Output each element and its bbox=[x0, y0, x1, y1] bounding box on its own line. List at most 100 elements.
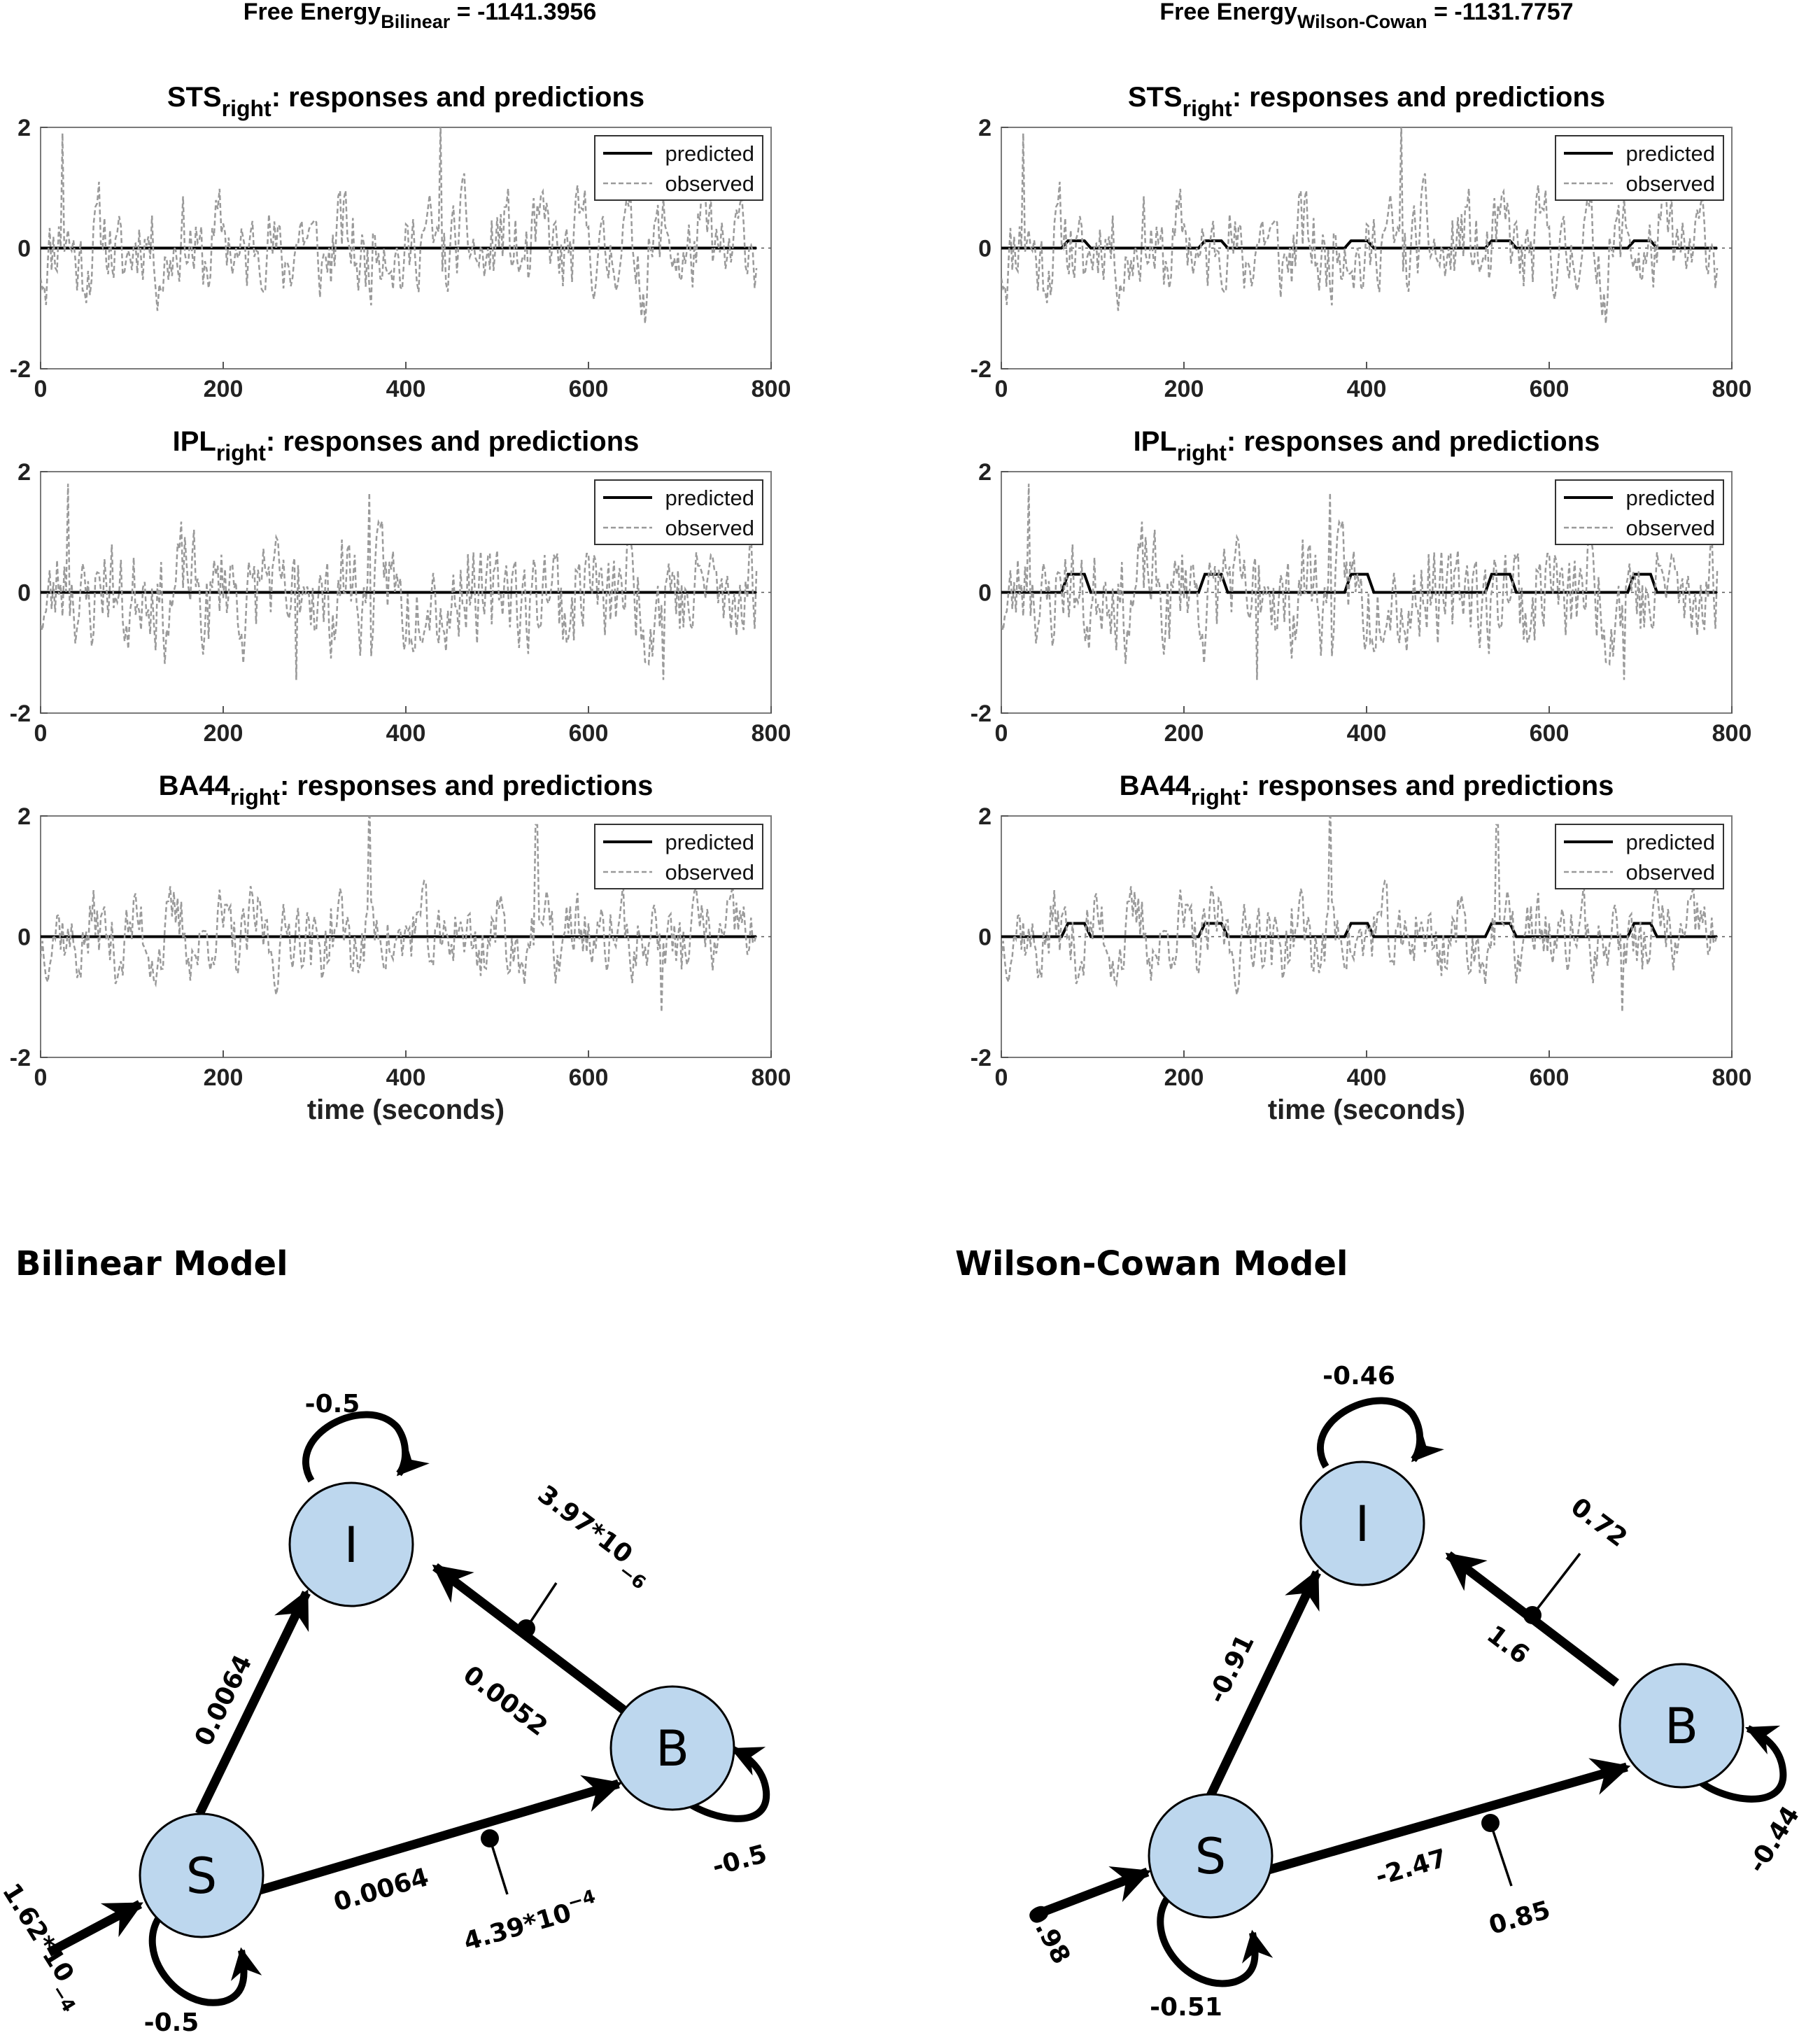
wilson-cowan-sts-legend-label-predicted: predicted bbox=[1625, 141, 1715, 166]
wilson-cowan-ipl-title: IPLright: responses and predictions bbox=[1134, 426, 1600, 465]
bilinear-sts-xtick-label: 600 bbox=[569, 376, 609, 402]
bilinear-ipl-title-main: IPL bbox=[173, 426, 216, 457]
bilinear-ba44-series-observed bbox=[41, 816, 758, 1013]
wilson-cowan-ipl-legend-label-predicted: predicted bbox=[1625, 486, 1715, 510]
wilson-cowan-sts-xtick-label: 600 bbox=[1530, 376, 1569, 402]
bilinear-ipl-title-rest: : responses and predictions bbox=[266, 426, 639, 457]
wc-edge-s-to-i-label: -0.91 bbox=[1202, 1630, 1260, 1707]
wilson-cowan-ba44-legend-box bbox=[1555, 824, 1724, 889]
self-loop-s-label: -0.5 bbox=[144, 2008, 199, 2035]
wc-mod-dot-b-to-i bbox=[1523, 1606, 1542, 1624]
wilson-cowan-sts-legend-box bbox=[1555, 135, 1724, 201]
wilson-cowan-ipl-title-rest: : responses and predictions bbox=[1227, 426, 1600, 457]
bilinear-ba44-legend-label-predicted: predicted bbox=[665, 830, 754, 854]
bilinear-sts-title-sub: right bbox=[222, 96, 271, 121]
self-loop-b-label: -0.5 bbox=[710, 1840, 770, 1882]
mod-b-to-i-label: 3.97*10−6 bbox=[526, 1480, 660, 1594]
wc-mod-b-to-i-label: 0.72 bbox=[1565, 1493, 1632, 1553]
bilinear-ipl-legend-label-observed: observed bbox=[665, 516, 754, 540]
bilinear-sts-legend-box bbox=[594, 135, 763, 201]
wilson-cowan-ipl-xtick-label: 400 bbox=[1347, 720, 1387, 747]
bilinear-diagram: Bilinear Model I S B -0.5 -0. bbox=[0, 1244, 770, 2035]
wc-free-energy: Free EnergyWilson-Cowan = -1131.7757 bbox=[1159, 0, 1573, 32]
bilinear-sts-xtick-label: 800 bbox=[752, 376, 791, 402]
wc-mod-s-to-b-label: 0.85 bbox=[1486, 1896, 1553, 1941]
node-b-label: B bbox=[656, 1720, 689, 1777]
bilinear-ipl-xtick-label: 800 bbox=[752, 720, 791, 747]
edge-b-to-i bbox=[432, 1563, 633, 1719]
wc-title: Wilson-Cowan Model bbox=[955, 1244, 1348, 1283]
wilson-cowan-ipl-legend-box bbox=[1555, 479, 1724, 545]
wc-mod-line-b-to-i bbox=[1531, 1552, 1581, 1617]
wilson-cowan-ba44-legend: predicted observed bbox=[1555, 824, 1724, 889]
wilson-cowan-ba44-series-predicted bbox=[1001, 922, 1718, 938]
bilinear-ipl-xtick-label: 200 bbox=[204, 720, 244, 747]
edge-input-to-s bbox=[46, 1900, 143, 1957]
wilson-cowan-ba44-series-observed bbox=[1001, 816, 1719, 1013]
wc-self-loop-s-label: -0.51 bbox=[1150, 1993, 1222, 2022]
bilinear-ba44-title: BA44right: responses and predictions bbox=[159, 770, 654, 810]
wc-self-loop-b-label: -0.44 bbox=[1742, 1801, 1805, 1878]
wilson-cowan-ipl-panel: IPLright: responses and predictions 0 200 4… bbox=[971, 426, 1752, 747]
wilson-cowan-sts-ytick-label: 2 bbox=[978, 115, 992, 141]
bilinear-ipl-ytick-label: 2 bbox=[17, 459, 31, 486]
wilson-cowan-ba44-legend-label-predicted: predicted bbox=[1625, 830, 1715, 854]
wilson-cowan-sts-title: STSright: responses and predictions bbox=[1128, 82, 1605, 121]
bilinear-ba44-ytick-label: 2 bbox=[17, 803, 31, 830]
wilson-cowan-sts-legend: predicted observed bbox=[1555, 135, 1724, 201]
bilinear-ipl-title: IPLright: responses and predictions bbox=[173, 426, 640, 465]
wilson-cowan-ba44-xtick-label: 800 bbox=[1712, 1064, 1752, 1091]
bilinear-ipl-title-sub: right bbox=[216, 440, 266, 465]
wilson-cowan-ba44-legend-label-observed: observed bbox=[1625, 860, 1715, 885]
bilinear-ba44-xtick-label: 600 bbox=[569, 1064, 609, 1091]
bilinear-ipl-legend-box bbox=[594, 479, 763, 545]
bilinear-sts-legend-label-predicted: predicted bbox=[665, 141, 754, 166]
wilson-cowan-ipl-xtick-label: 800 bbox=[1712, 720, 1752, 747]
edge-s-to-b bbox=[239, 1775, 623, 1901]
wilson-cowan-ba44-xtick-label: 0 bbox=[995, 1064, 1008, 1091]
wilson-cowan-ipl-title-sub: right bbox=[1177, 440, 1227, 465]
wilson-cowan-ipl-legend: predicted observed bbox=[1555, 479, 1724, 545]
wc-self-loop-s bbox=[1157, 1894, 1274, 1987]
wilson-cowan-ipl-xtick-label: 600 bbox=[1530, 720, 1569, 747]
bilinear-ba44-xlabel: time (seconds) bbox=[307, 1094, 505, 1125]
wilson-cowan-ipl-xtick-label: 200 bbox=[1164, 720, 1204, 747]
bilinear-ba44-title-sub: right bbox=[230, 784, 280, 810]
wc-input-label: 0.98 bbox=[1021, 1901, 1075, 1969]
wc-node-i: I bbox=[1299, 1460, 1425, 1586]
wilson-cowan-sts-legend-label-observed: observed bbox=[1625, 171, 1715, 196]
wilson-cowan-ipl-legend-label-observed: observed bbox=[1625, 516, 1715, 540]
wilson-cowan-ba44-title: BA44right: responses and predictions bbox=[1120, 770, 1614, 810]
bilinear-ba44-ytick-label: 0 bbox=[17, 924, 31, 951]
edge-s-to-b-label: 0.0064 bbox=[330, 1863, 432, 1917]
wc-mod-line-s-to-b bbox=[1489, 1822, 1513, 1887]
node-i: I bbox=[288, 1481, 414, 1607]
wilson-cowan-ipl-ytick-label: 0 bbox=[978, 580, 992, 607]
wilson-cowan-diagram: Wilson-Cowan Model I S B -0.46 bbox=[955, 1244, 1805, 2022]
bilinear-sts-legend-label-observed: observed bbox=[665, 171, 754, 196]
bilinear-sts-ytick-label: 0 bbox=[17, 236, 31, 262]
bilinear-sts-xtick-label: 0 bbox=[34, 376, 48, 402]
wilson-cowan-ba44-xtick-label: 200 bbox=[1164, 1064, 1204, 1091]
wilson-cowan-ba44-xlabel: time (seconds) bbox=[1268, 1094, 1465, 1125]
bilinear-ba44-xtick-label: 400 bbox=[386, 1064, 426, 1091]
bilinear-sts-ytick-label: 2 bbox=[17, 115, 31, 141]
node-i-label: I bbox=[344, 1516, 359, 1574]
edge-b-to-i-label: 0.0052 bbox=[458, 1661, 553, 1742]
bilinear-sts-series-observed bbox=[41, 127, 758, 324]
wc-node-b: B bbox=[1618, 1663, 1744, 1789]
wc-mod-dot-s-to-b bbox=[1481, 1814, 1500, 1832]
wilson-cowan-ba44-xtick-label: 600 bbox=[1530, 1064, 1569, 1091]
self-loop-i-label: -0.5 bbox=[305, 1390, 360, 1418]
edge-s-to-i-label: 0.0064 bbox=[190, 1651, 258, 1751]
bilinear-ipl-series-observed bbox=[41, 484, 758, 680]
wilson-cowan-sts-xtick-label: 400 bbox=[1347, 376, 1387, 402]
bilinear-sts-legend: predicted observed bbox=[594, 135, 763, 201]
input-label: 1.62*10−4 bbox=[0, 1878, 94, 2016]
bilinear-ipl-legend-label-predicted: predicted bbox=[665, 486, 754, 510]
